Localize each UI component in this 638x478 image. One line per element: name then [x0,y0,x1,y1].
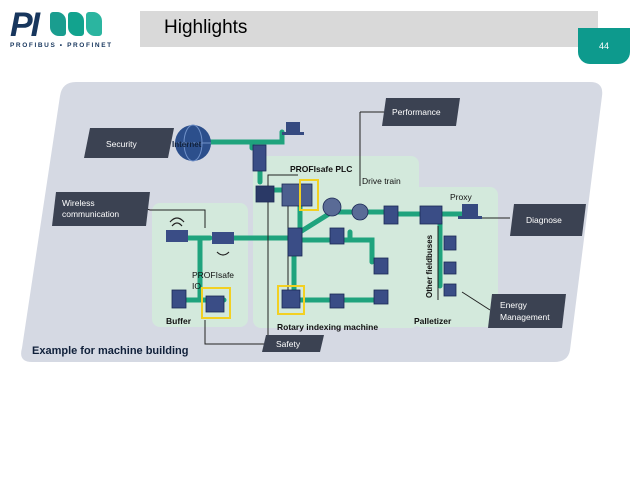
laptop-icon-top [282,122,304,135]
callout-energy-label-line2: Management [500,312,550,322]
other-fieldbuses-label: Other fieldbuses [425,234,434,298]
palletizer-label: Palletizer [414,316,452,326]
fieldbus-device-2 [443,261,457,275]
device-icons [171,144,457,313]
io-device-rotary-1 [281,289,301,309]
io-device-rotary-2 [329,293,345,309]
callout-wireless: Wireless communication [52,192,150,226]
plc-label: PROFIsafe PLC [290,164,352,174]
logo-tagline: PROFIBUS • PROFINET [10,42,113,49]
internet-globe-icon [175,124,211,162]
callout-wireless-label-line2: communication [62,209,119,219]
laptop-icon-proxy [458,204,482,219]
fieldbus-device-1 [443,235,457,251]
logo-tile-3 [86,12,102,36]
mid-switch-icon [287,227,303,257]
top-switch-icon [252,144,267,172]
fieldbus-device-3 [443,283,457,297]
callout-energy: Energy Management [488,294,566,328]
callout-performance-label: Performance [392,107,441,117]
wireless-access-point-icon [166,217,188,242]
safety-highlights [201,179,319,319]
safety-highlight-rotary [277,285,305,315]
title-bar: Highlights [140,11,598,47]
logo-tile-2 [68,12,84,36]
callout-performance: Performance [382,98,460,126]
callout-wireless-label-line1: Wireless [62,198,95,208]
pi-logo: PI PROFIBUS • PROFINET [6,6,136,49]
callout-safety-label: Safety [276,339,301,349]
safety-highlight-io [201,287,231,319]
plc-rack-icon [281,183,313,207]
profisafe-io-label-line1: PROFIsafe [192,270,234,280]
drive-train-label: Drive train [362,176,401,186]
wireless-client-icon [212,232,234,256]
io-device-buffer-1 [171,289,187,309]
drive-device-icon [383,205,399,225]
safety-highlight-plc [299,179,319,211]
callout-diagnose-label: Diagnose [526,215,562,225]
logo-tile-1 [50,12,66,36]
page-title: Highlights [164,17,248,38]
callout-security: Security [84,128,174,158]
diagram-caption: Example for machine building [32,345,188,357]
callout-energy-label-line1: Energy [500,300,528,310]
page-number-badge: 44 [578,28,630,64]
callout-security-label: Security [106,139,137,149]
callout-safety: Safety [262,335,324,352]
logo-letters: PI [10,6,40,44]
io-device-rotary-3 [373,289,389,305]
proxy-label: Proxy [450,192,472,202]
io-device-rotary-4 [329,227,345,245]
proxy-switch-icon [419,205,443,225]
plc-monitor-icon [255,185,275,203]
rotary-label: Rotary indexing machine [277,322,378,332]
io-device-rotary-5 [373,257,389,275]
profisafe-io-label-line2: IO [192,281,201,291]
internet-label: Internet [172,140,202,149]
io-device-buffer-2 [205,295,225,313]
drive-motor-icons [322,197,369,221]
buffer-label: Buffer [166,316,192,326]
callout-diagnose: Diagnose [510,204,586,236]
